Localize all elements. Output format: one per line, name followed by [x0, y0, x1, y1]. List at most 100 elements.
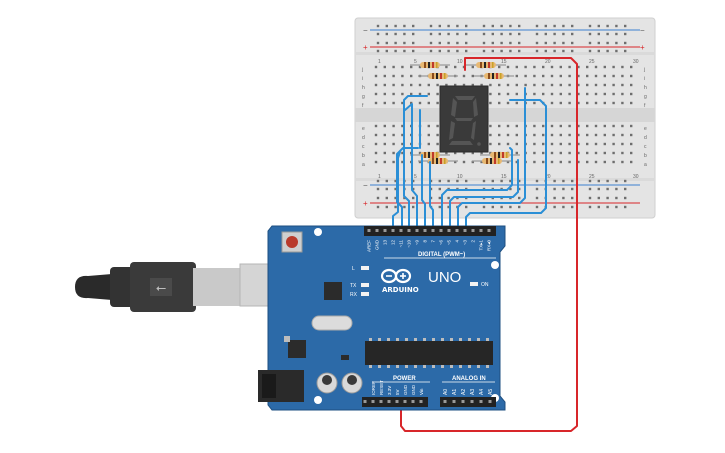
breadboard-hole [491, 41, 494, 45]
breadboard-hole [630, 74, 633, 78]
breadboard-hole [612, 124, 615, 128]
breadboard-hole [506, 65, 510, 69]
pin-socket[interactable] [395, 400, 399, 403]
usb-cable[interactable]: ⭠ [75, 262, 285, 312]
resistor[interactable] [410, 62, 450, 68]
pin-label: ~9 [415, 240, 420, 246]
wire[interactable] [429, 161, 434, 227]
pin-socket[interactable] [471, 229, 475, 232]
wire[interactable] [465, 99, 547, 227]
pin-socket[interactable] [431, 229, 435, 232]
pin-socket[interactable] [419, 400, 423, 403]
breadboard-hole [568, 65, 571, 69]
pin-socket[interactable] [470, 400, 474, 403]
breadboard-hole [612, 74, 615, 78]
resistor[interactable] [474, 73, 514, 79]
breadboard-hole [383, 160, 386, 164]
pin-socket[interactable] [479, 400, 483, 403]
breadboard-hole [597, 49, 600, 53]
power-jack[interactable] [258, 370, 304, 402]
resistor[interactable] [472, 158, 512, 164]
pin-socket[interactable] [411, 400, 415, 403]
wire[interactable] [404, 103, 418, 227]
breadboard-hole [533, 83, 536, 87]
breadboard-hole [383, 74, 386, 78]
breadboard-hole [568, 101, 571, 105]
pin-socket[interactable] [455, 229, 459, 232]
pin-socket[interactable] [463, 229, 467, 232]
breadboard-hole [533, 65, 536, 69]
breadboard-hole [498, 92, 501, 96]
breadboard-hole [454, 160, 457, 164]
pin-socket[interactable] [407, 229, 411, 232]
breadboard-hole [500, 24, 503, 28]
breadboard-hole [553, 187, 556, 191]
pin-socket[interactable] [423, 229, 427, 232]
breadboard-hole [500, 41, 503, 45]
wire-5v[interactable] [400, 57, 578, 432]
pin-socket[interactable] [375, 229, 379, 232]
pin-socket[interactable] [443, 400, 447, 403]
resistor[interactable] [410, 152, 450, 158]
breadboard-hole [383, 124, 386, 128]
pin-socket[interactable] [439, 229, 443, 232]
pin-socket[interactable] [487, 229, 491, 232]
breadboard-hole [597, 24, 600, 28]
pin-socket[interactable] [461, 400, 465, 403]
breadboard-hole [506, 124, 510, 128]
pin-socket[interactable] [367, 229, 371, 232]
breadboard-hole [456, 179, 459, 183]
wire[interactable] [392, 151, 401, 227]
breadboard-hole [571, 205, 574, 209]
resistor[interactable] [480, 152, 520, 158]
breadboard-hole [524, 65, 527, 69]
breadboard-hole [586, 160, 589, 164]
led-label: RX [350, 292, 358, 298]
wire[interactable] [441, 147, 513, 227]
breadboard-hole [577, 83, 580, 87]
breadboard-hole [509, 41, 512, 45]
pin-socket[interactable] [383, 229, 387, 232]
breadboard-hole [436, 83, 439, 87]
breadboard-hole [559, 83, 562, 87]
breadboard[interactable]: − + − + − + 1 5 10 15 20 25 30 1 5 10 15… [354, 17, 656, 219]
pin-socket[interactable] [379, 400, 383, 403]
row-letter: h [644, 85, 647, 91]
resistor[interactable] [418, 73, 458, 79]
seven-segment-display[interactable]: 8 [439, 85, 489, 153]
reset-button[interactable] [281, 231, 303, 253]
pin-socket[interactable] [447, 229, 451, 232]
breadboard-hole [597, 32, 600, 36]
breadboard-hole [612, 151, 615, 155]
pin-socket[interactable] [399, 229, 403, 232]
pin-socket[interactable] [403, 400, 407, 403]
chip-pin [396, 365, 399, 368]
breadboard-hole [401, 142, 404, 146]
breadboard-hole [624, 179, 627, 183]
resistor[interactable] [418, 158, 458, 164]
breadboard-hole [553, 24, 556, 28]
pin-socket[interactable] [452, 400, 456, 403]
pin-socket[interactable] [479, 229, 483, 232]
breadboard-hole [624, 205, 627, 209]
pin-socket[interactable] [391, 229, 395, 232]
breadboard-hole [383, 142, 386, 146]
wire[interactable] [449, 159, 519, 227]
pin-socket[interactable] [363, 400, 367, 403]
row-letter: a [644, 162, 647, 168]
breadboard-hole [553, 41, 556, 45]
pin-socket[interactable] [387, 400, 391, 403]
breadboard-hole [498, 101, 501, 105]
resistor[interactable] [466, 62, 506, 68]
breadboard-hole [412, 187, 415, 191]
wire[interactable] [421, 154, 426, 227]
breadboard-hole [568, 142, 571, 146]
breadboard-hole [480, 160, 483, 164]
pin-socket[interactable] [371, 400, 375, 403]
wire[interactable] [457, 87, 526, 227]
breadboard-hole [471, 83, 474, 87]
pin-socket[interactable] [415, 229, 419, 232]
pin-socket[interactable] [488, 400, 492, 403]
